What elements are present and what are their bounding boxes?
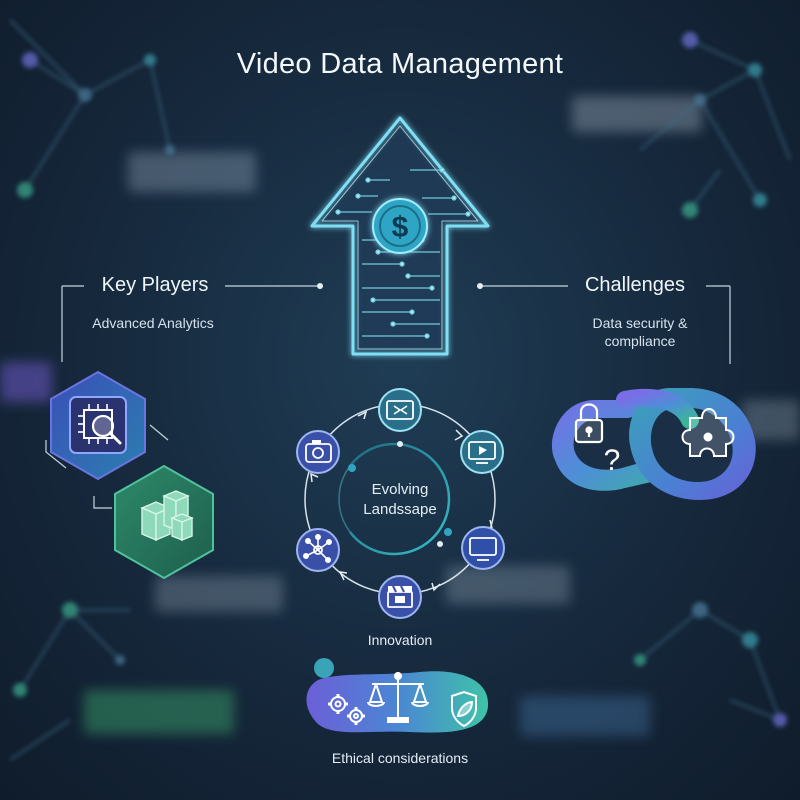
- challenges-subtitle: Data security & compliance: [592, 315, 688, 349]
- connector-dot: [477, 283, 483, 289]
- computer-monitor-icon: [461, 526, 505, 570]
- page-title: Video Data Management: [236, 48, 564, 80]
- background-blur-panel: [446, 566, 570, 604]
- puzzle-piece-icon: [681, 408, 735, 457]
- cycle-center-label: Evolving Landssape: [363, 481, 437, 518]
- background-blur-panel: [520, 696, 650, 736]
- question-mark-icon: ?: [604, 444, 621, 477]
- network-hub-icon: [296, 528, 340, 572]
- svg-text:$: $: [392, 211, 409, 244]
- upload-arrow-circuit-icon: $: [310, 116, 490, 356]
- chain-link-icon: [551, 388, 756, 500]
- background-blur-panel: [84, 690, 234, 734]
- key-players-title: Key Players: [101, 274, 209, 296]
- background-blur-panel: [572, 96, 702, 132]
- monitor-play-icon: [460, 430, 504, 474]
- ethics-label: Ethical considerations: [331, 750, 469, 766]
- dollar-coin-icon: $: [372, 198, 428, 254]
- data-cubes-icon: [114, 464, 214, 580]
- connector-lines: [61, 285, 731, 364]
- camera-icon: [296, 430, 340, 474]
- balance-scale-icon: [367, 672, 429, 723]
- shield-leaf-icon: [451, 690, 477, 728]
- gears-icon: [328, 694, 365, 725]
- padlock-icon: [574, 403, 604, 444]
- background-blur-panel: [128, 152, 256, 192]
- video-clip-icon: [378, 388, 422, 432]
- clapperboard-icon: [378, 575, 422, 619]
- background-blur-panel: [0, 362, 52, 402]
- connector-dot: [317, 283, 323, 289]
- key-players-subtitle: Advanced Analytics: [92, 315, 214, 331]
- chip-magnifier-icon: [50, 370, 146, 481]
- innovation-label: Innovation: [367, 632, 433, 648]
- background-network: [9, 19, 791, 761]
- svg-text:?: ?: [604, 444, 621, 477]
- challenges-title: Challenges: [584, 274, 686, 296]
- background-blur-panel: [155, 576, 283, 612]
